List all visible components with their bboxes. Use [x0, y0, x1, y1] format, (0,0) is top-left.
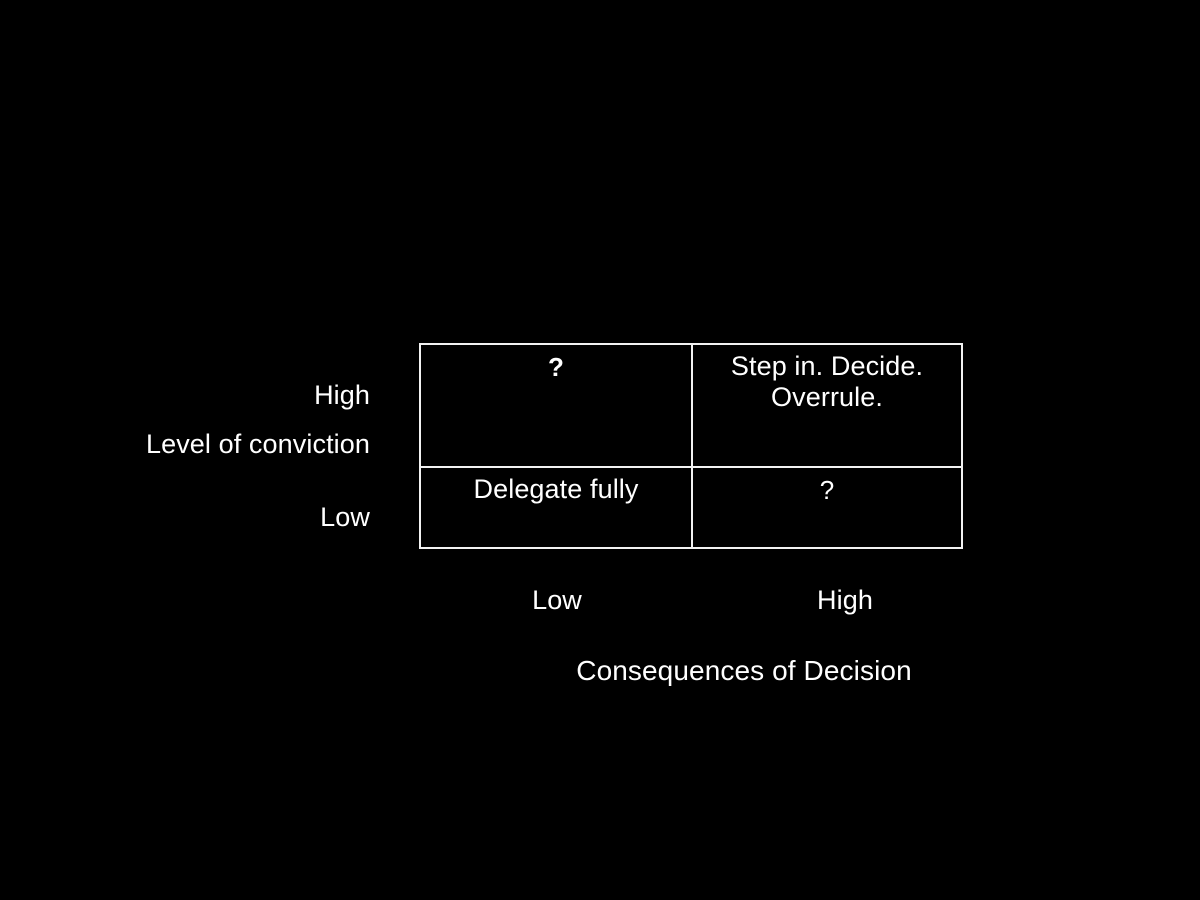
x-axis-tick-low: Low — [532, 585, 582, 615]
matrix-cell-low-conviction-low-consequences[interactable]: Delegate fully — [421, 466, 691, 547]
matrix-cell-text: ? — [819, 475, 835, 505]
y-axis-tick-high: High — [314, 380, 370, 410]
y-axis-title: Level of conviction — [145, 429, 370, 459]
x-axis-title: Consequences of Decision — [576, 655, 912, 686]
matrix-cell-low-conviction-high-consequences[interactable]: ? — [691, 466, 961, 547]
y-axis-tick-low: Low — [320, 502, 370, 532]
matrix-cell-high-conviction-high-consequences[interactable]: Step in. Decide. Overrule. — [691, 345, 961, 466]
matrix-cell-high-conviction-low-consequences[interactable]: ? — [421, 345, 691, 466]
matrix-cell-text-line2: Overrule. — [771, 382, 883, 413]
matrix-cell-text: Delegate fully — [473, 474, 639, 504]
decision-matrix: ? Step in. Decide. Overrule. Delegate fu… — [419, 343, 963, 549]
x-axis-tick-high: High — [817, 585, 873, 615]
matrix-cell-text-line1: Step in. Decide. — [730, 351, 924, 381]
matrix-cell-text: ? — [548, 352, 564, 382]
matrix-cell-text: Step in. Decide. Overrule. — [731, 351, 923, 414]
